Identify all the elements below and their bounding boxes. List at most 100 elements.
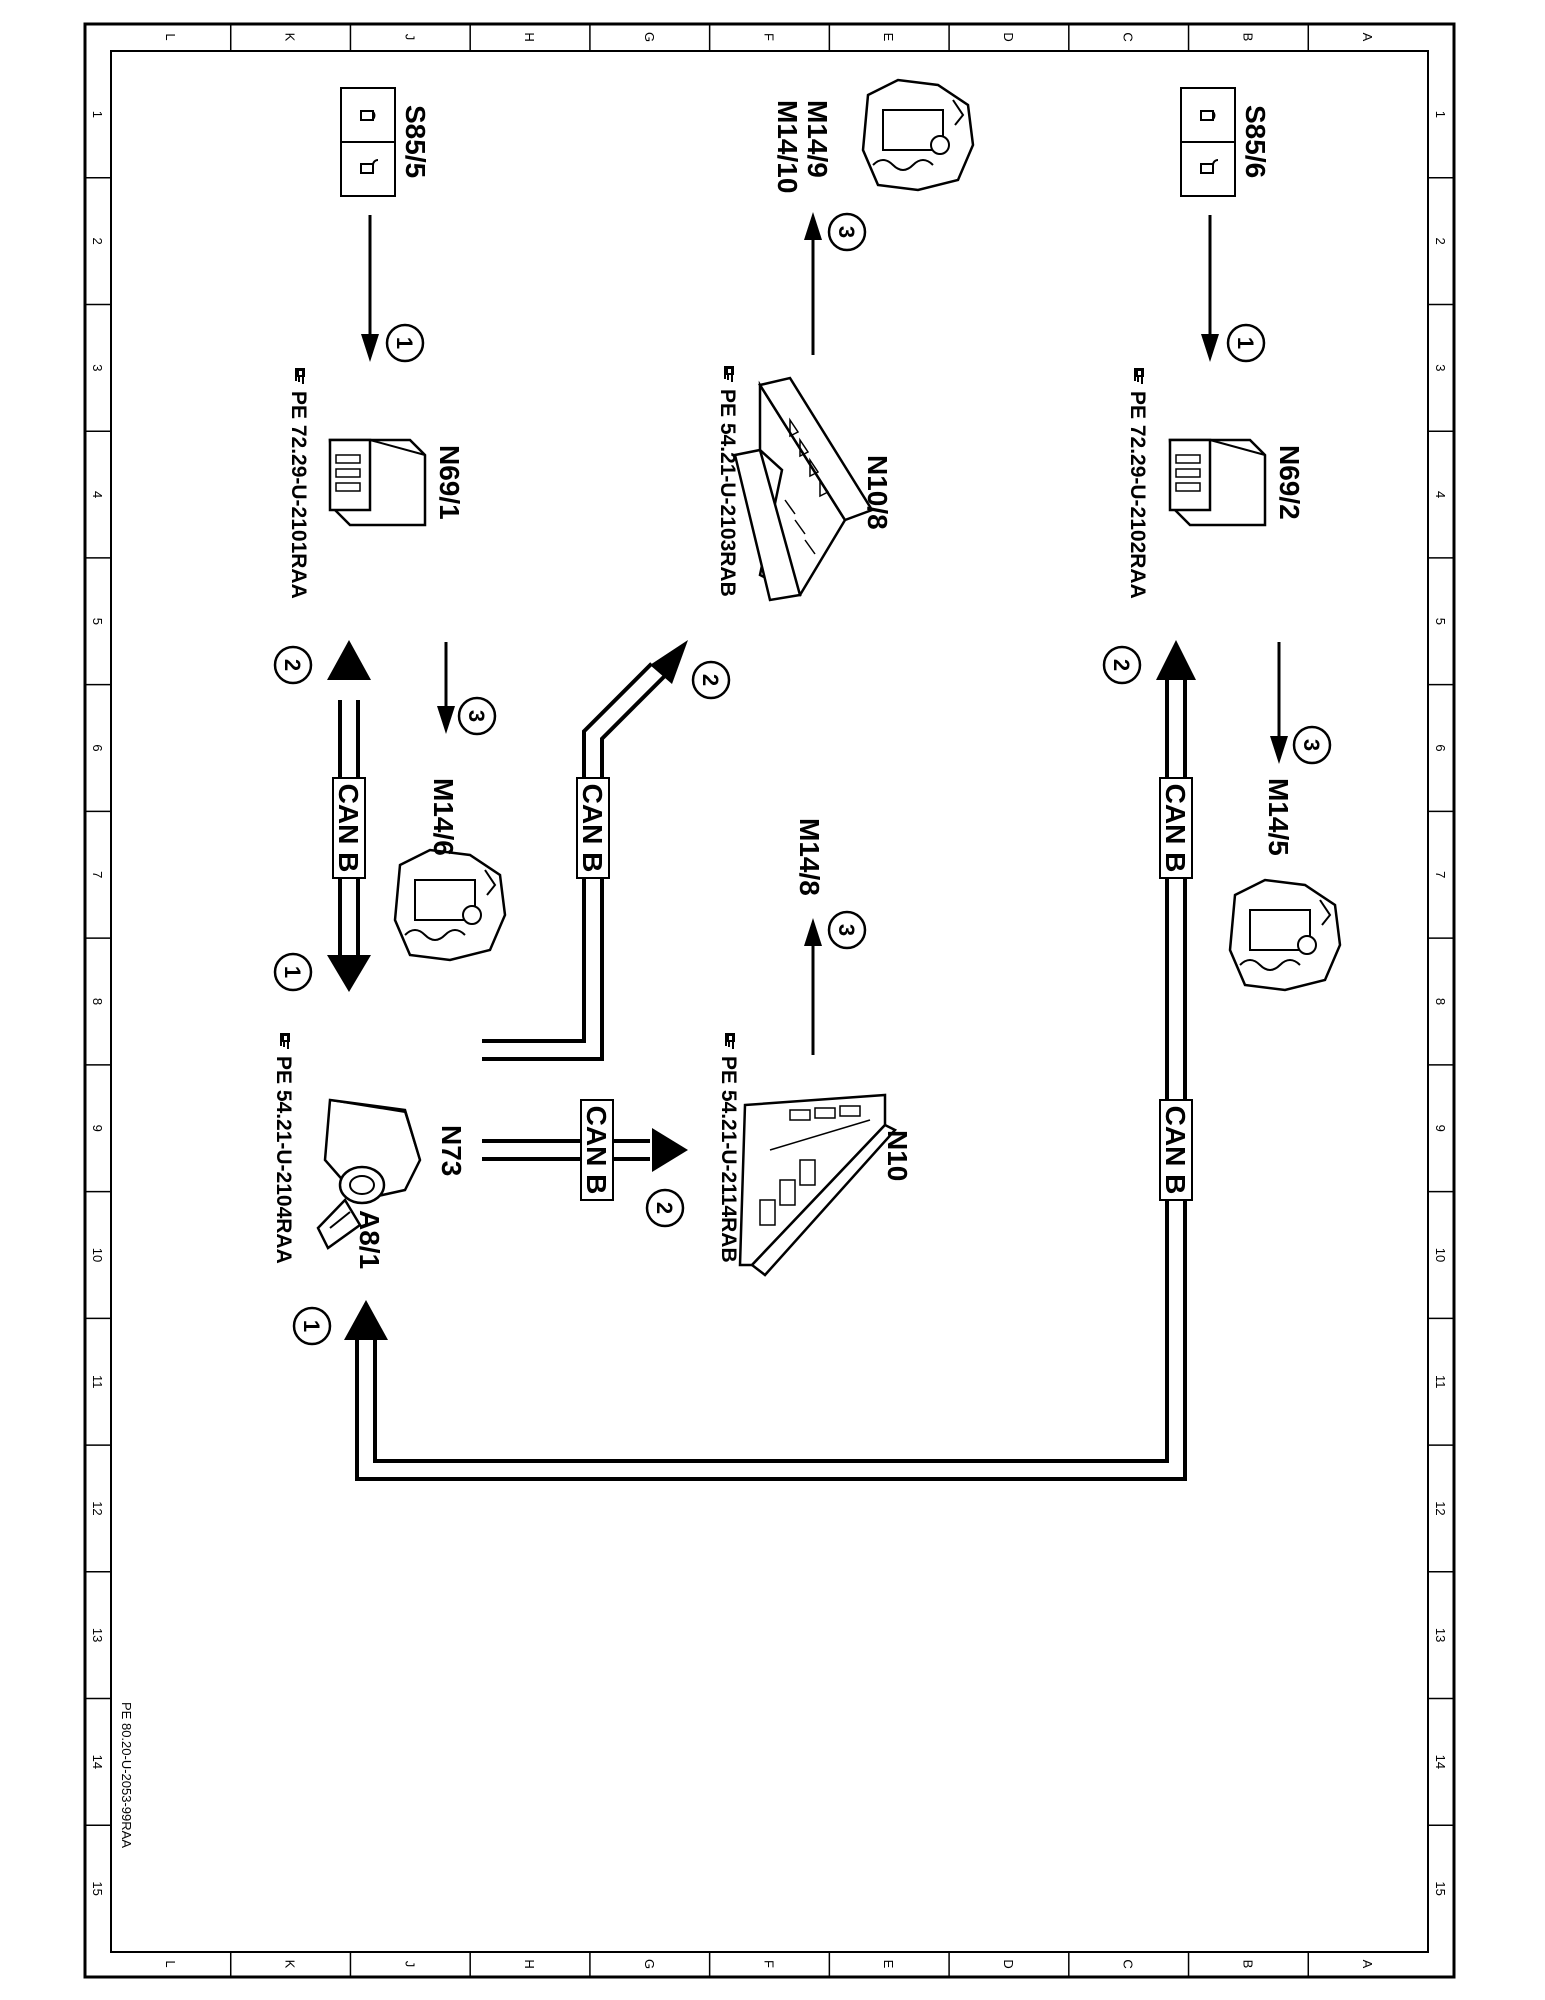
module-n10 xyxy=(738,1093,898,1277)
step-number: 1 xyxy=(1233,337,1258,349)
unlock-icon xyxy=(360,159,379,174)
step-number: 2 xyxy=(652,1202,677,1214)
frame-row-label: 15 xyxy=(1433,1881,1448,1895)
frame-row-label: 12 xyxy=(90,1501,105,1515)
frame-column-label: L xyxy=(163,33,178,40)
step-circles: 1 1 3 2 3 2 2 3 3 1 2 1 xyxy=(273,212,1332,1346)
frame-column-label: K xyxy=(283,1960,298,1969)
frame-row-label: 9 xyxy=(1433,1125,1448,1132)
label-n10: N10 xyxy=(882,1130,913,1181)
frame-column-label: G xyxy=(642,1959,657,1969)
frame-row-label: 10 xyxy=(1433,1248,1448,1262)
frame-row-label: 14 xyxy=(1433,1755,1448,1769)
step-number: 2 xyxy=(280,659,305,671)
ref-n73: PE 54.21-U-2104RAA xyxy=(272,1056,295,1264)
label-m14-9: M14/9 xyxy=(802,100,833,178)
frame-column-label: K xyxy=(283,33,298,42)
arrowhead-n69-1 xyxy=(327,640,371,680)
step-number: 2 xyxy=(698,674,723,686)
arrowhead-n69-2 xyxy=(1156,640,1196,680)
frame-row-label: 5 xyxy=(90,618,105,625)
frame-column-label: E xyxy=(881,33,896,42)
frame-row-label: 10 xyxy=(90,1248,105,1262)
frame-row-label: 8 xyxy=(90,998,105,1005)
ignition-switch-n73 xyxy=(316,1098,422,1250)
frame-column-label: H xyxy=(522,32,537,41)
frame-row-label: 9 xyxy=(90,1125,105,1132)
frame-column-label: E xyxy=(881,1960,896,1969)
can-b-label: CAN B xyxy=(1160,1106,1191,1195)
motor-m14-6 xyxy=(393,848,507,962)
arrowhead-n10 xyxy=(652,1128,688,1172)
label-s85-5: S85/5 xyxy=(400,105,431,178)
frame-row-label: 11 xyxy=(1433,1375,1448,1389)
frame-column-label: B xyxy=(1240,1960,1255,1969)
can-b-label: CAN B xyxy=(1160,784,1191,873)
frame-row-label: 3 xyxy=(90,364,105,371)
frame-row-label: 4 xyxy=(1433,491,1448,498)
can-b-label: CAN B xyxy=(333,784,364,873)
can-arrowheads xyxy=(327,640,1196,1340)
label-n69-1: N69/1 xyxy=(434,445,465,520)
can-b-label: CAN B xyxy=(581,1106,612,1195)
label-n10-8: N10/8 xyxy=(862,455,893,530)
motor-m14-9 xyxy=(861,78,975,192)
frame-column-label: H xyxy=(522,1959,537,1968)
frame-column-label: A xyxy=(1360,1960,1375,1969)
step-number: 2 xyxy=(1109,659,1134,671)
can-b-labels: CAN B CAN B CAN B CAN B CAN B xyxy=(332,777,1193,1201)
frame-row-label: 14 xyxy=(90,1755,105,1769)
arrowhead-n73 xyxy=(327,955,371,992)
control-unit-n69-1 xyxy=(328,438,427,527)
frame-row-label: 1 xyxy=(90,111,105,118)
frame-row-label: 3 xyxy=(1433,364,1448,371)
frame-column-label: G xyxy=(642,32,657,42)
signal-arrows xyxy=(361,212,1288,1055)
label-m14-6: M14/6 xyxy=(428,778,459,856)
switch-s85-6 xyxy=(1180,87,1236,197)
frame-row-label: 5 xyxy=(1433,618,1448,625)
reference-labels: PE 72.29-U-2101RAA PE 72.29-U-2102RAA PE… xyxy=(272,366,1149,1264)
control-unit-n69-2 xyxy=(1168,438,1267,527)
ref-n10-8: PE 54.21-U-2103RAB xyxy=(716,389,739,597)
step-number: 1 xyxy=(299,1320,324,1332)
label-m14-10: M14/10 xyxy=(772,100,803,193)
lock-icon xyxy=(1200,110,1216,121)
step-number: 3 xyxy=(834,226,859,238)
arrowhead-n10-8 xyxy=(650,640,688,684)
frame-column-label: D xyxy=(1001,32,1016,41)
frame-column-label: A xyxy=(1360,33,1375,42)
frame-column-label: F xyxy=(762,1960,777,1968)
label-m14-5: M14/5 xyxy=(1263,778,1294,856)
ref-n10: PE 54.21-U-2114RAB xyxy=(717,1056,740,1263)
label-m14-8: M14/8 xyxy=(794,818,825,896)
frame-row-label: 2 xyxy=(1433,237,1448,244)
frame-column-label: J xyxy=(402,34,417,41)
arrowhead-a8-1 xyxy=(344,1300,388,1340)
label-n73: N73 xyxy=(436,1125,467,1176)
step-number: 3 xyxy=(464,710,489,722)
frame-column-label: C xyxy=(1121,1959,1136,1968)
step-number: 3 xyxy=(834,924,859,936)
step-number: 1 xyxy=(392,337,417,349)
frame-row-label: 13 xyxy=(90,1628,105,1642)
can-b-label: CAN B xyxy=(577,784,608,873)
frame-column-label: C xyxy=(1121,32,1136,41)
frame-row-label: 7 xyxy=(1433,871,1448,878)
frame-row-label: 6 xyxy=(90,744,105,751)
frame-row-label: 12 xyxy=(1433,1501,1448,1515)
component-labels: S85/5 S85/6 N69/1 N69/2 N10/8 N10 N73 A8… xyxy=(354,100,1305,1269)
ref-n69-2: PE 72.29-U-2102RAA xyxy=(1126,391,1149,599)
motor-m14-5 xyxy=(1228,878,1342,992)
frame-row-label: 13 xyxy=(1433,1628,1448,1642)
frame-row-label: 6 xyxy=(1433,744,1448,751)
label-n69-2: N69/2 xyxy=(1274,445,1305,520)
frame-column-label: B xyxy=(1240,33,1255,42)
frame-column-label: L xyxy=(163,1960,178,1967)
step-number: 3 xyxy=(1299,739,1324,751)
frame-row-label: 11 xyxy=(90,1375,105,1389)
frame-column-label: J xyxy=(402,1961,417,1968)
ref-n69-1: PE 72.29-U-2101RAA xyxy=(287,391,310,599)
